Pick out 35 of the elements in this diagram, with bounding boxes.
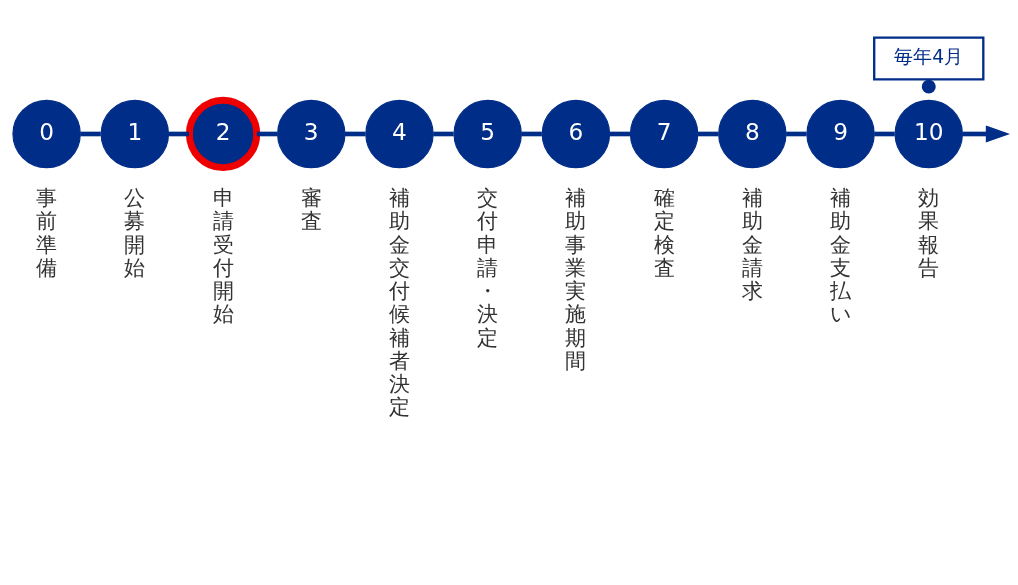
node-circle: 8 [718, 99, 787, 168]
node-circle: 10 [894, 99, 963, 168]
connector [609, 131, 631, 136]
node-circle: 3 [277, 99, 346, 168]
node-circle: 2 [185, 96, 261, 171]
node-label: 申請受付開始 [212, 185, 234, 326]
connector [521, 131, 542, 136]
connector [921, 79, 936, 94]
node-label: 補助金請求 [741, 185, 763, 303]
connector [80, 131, 101, 136]
node-label: 交付申請・決定 [477, 185, 499, 350]
node-label: 審査 [300, 185, 322, 233]
connector [697, 131, 719, 136]
node-circle: 5 [453, 99, 522, 168]
connector [433, 131, 454, 136]
node-label: 確定検査 [653, 185, 675, 280]
node-circle: 9 [806, 99, 875, 168]
connector [345, 131, 366, 136]
node-circle: 4 [365, 99, 434, 168]
arrow [962, 124, 1010, 143]
node-circle: 6 [541, 99, 611, 168]
connector [874, 131, 895, 136]
connector [256, 131, 278, 136]
node-label: 事前準備 [36, 185, 58, 280]
node-label: 効果報告 [918, 185, 940, 280]
node-circle: 7 [629, 99, 699, 168]
node-circle: 1 [100, 99, 170, 168]
node-circle: 0 [12, 99, 81, 168]
node-label: 公募開始 [124, 185, 146, 280]
node-box: 毎年4月 [873, 36, 985, 81]
connector [168, 131, 189, 136]
node-label: 補助金交付候補者決定 [388, 185, 410, 419]
node-label: 補助金支払い [829, 185, 852, 326]
connector [786, 131, 807, 136]
node-label: 補助事業実施期間 [565, 185, 587, 373]
